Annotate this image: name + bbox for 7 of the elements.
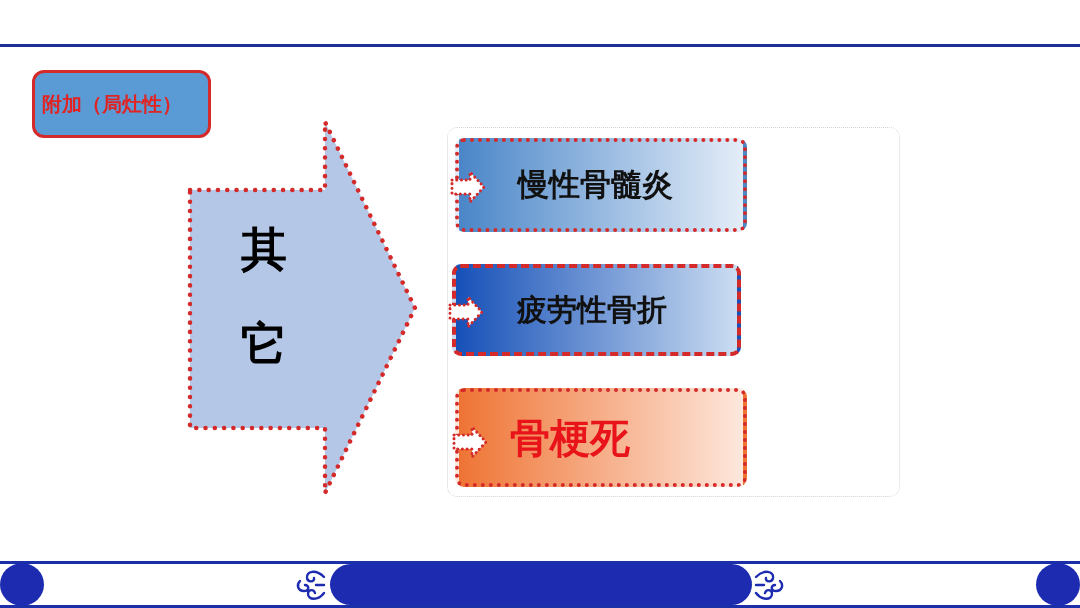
tag-box: 附加（局灶性） — [32, 70, 211, 138]
item-label: 骨梗死 — [510, 414, 630, 461]
item-label: 慢性骨髓炎 — [518, 167, 673, 203]
item-box — [455, 388, 747, 487]
item-label: 疲劳性骨折 — [517, 292, 667, 328]
panel-label: 其它 — [240, 221, 288, 373]
pointer-panel — [188, 120, 418, 496]
